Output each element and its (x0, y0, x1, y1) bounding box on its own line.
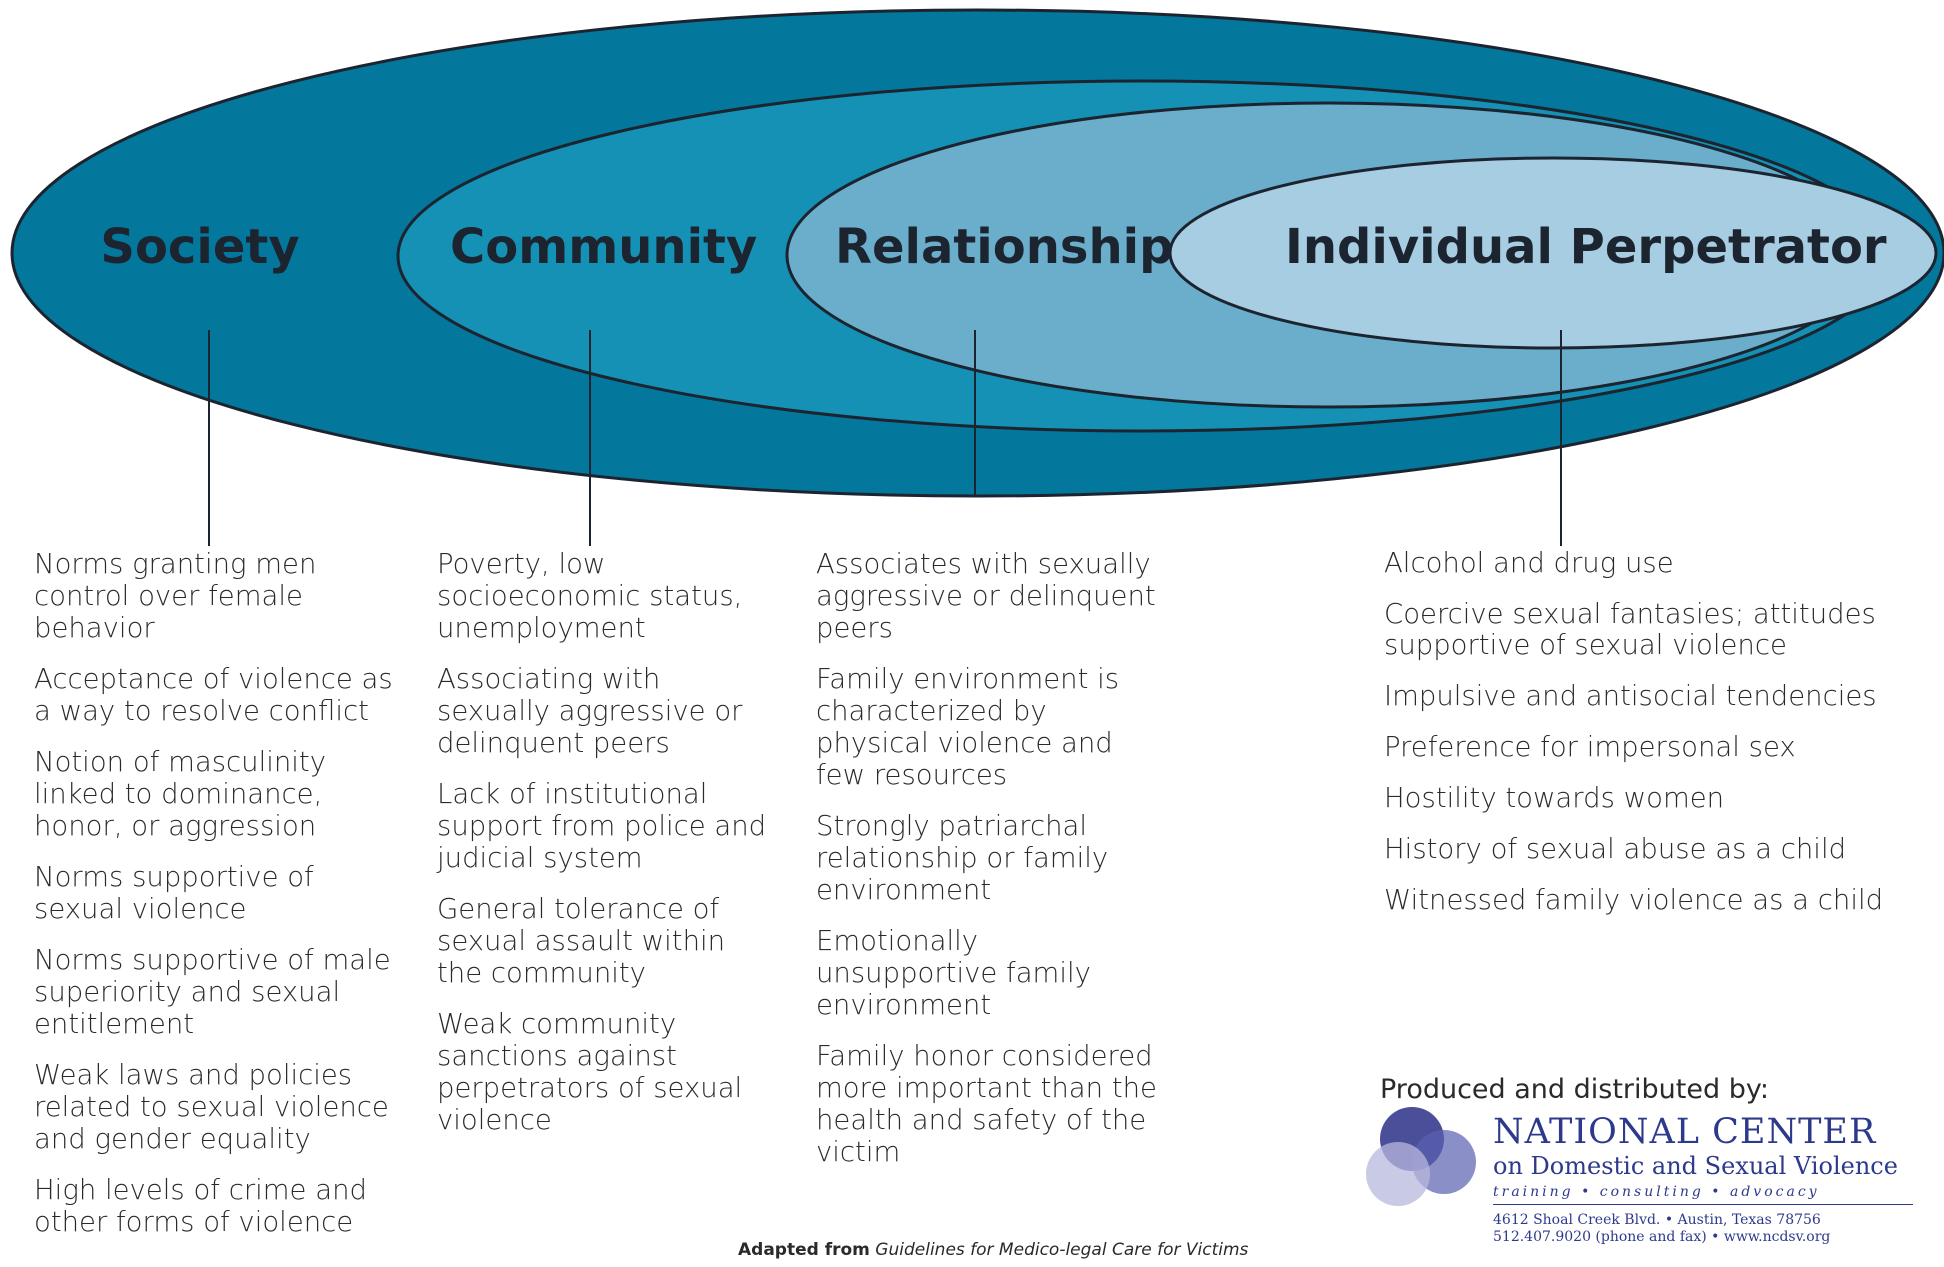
relationship-factor: Associates with sexually aggressive or d… (816, 548, 1156, 644)
society-factor: Norms supportive of male superiority and… (34, 944, 391, 1040)
individual-factor: Alcohol and drug use (1384, 547, 1674, 579)
source-prefix: Adapted from (738, 1240, 870, 1260)
individual-factor: History of sexual abuse as a child (1384, 833, 1847, 865)
org-tagline: training • consulting • advocacy (1493, 1184, 1913, 1205)
community-factor: General tolerance of sexual assault with… (437, 893, 726, 989)
society-risk-factors: Norms granting men control over female b… (34, 548, 404, 1257)
society-label: Society (100, 219, 300, 275)
source-citation: Adapted from Guidelines for Medico-legal… (738, 1240, 1248, 1260)
society-factor: Weak laws and policies related to sexual… (34, 1059, 389, 1155)
society-factor: Norms granting men control over female b… (34, 548, 317, 644)
society-factor: Notion of masculinity linked to dominanc… (34, 746, 326, 842)
society-factor: High levels of crime and other forms of … (34, 1174, 367, 1238)
relationship-connector (974, 330, 976, 497)
relationship-factor: Family honor considered more important t… (816, 1040, 1157, 1168)
org-contact: 512.407.9020 (phone and fax) • www.ncdsv… (1493, 1229, 1831, 1245)
society-factor: Norms supportive of sexual violence (34, 861, 314, 925)
ncdsv-logo: NATIONAL CENTER on Domestic and Sexual V… (1360, 1106, 1940, 1256)
individual-ellipse (1168, 156, 1938, 350)
community-factor: Lack of institutional support from polic… (437, 778, 767, 874)
relationship-factor: Family environment is characterized by p… (816, 663, 1120, 791)
produced-by-label: Produced and distributed by: (1380, 1074, 1769, 1105)
individual-factor: Impulsive and antisocial tendencies (1384, 680, 1877, 712)
org-name-line1: NATIONAL CENTER (1493, 1112, 1877, 1152)
relationship-factor: Strongly patriarchal relationship or fam… (816, 810, 1109, 906)
individual-factor: Preference for impersonal sex (1384, 731, 1796, 763)
org-address: 4612 Shoal Creek Blvd. • Austin, Texas 7… (1493, 1212, 1821, 1228)
community-factor: Associating with sexually aggressive or … (437, 663, 743, 759)
ecological-model-diagram (10, 8, 1944, 498)
individual-perpetrator-label: Individual Perpetrator (1285, 219, 1887, 275)
society-factor: Acceptance of violence as a way to resol… (34, 663, 393, 727)
relationship-label: Relationship (835, 219, 1174, 275)
relationship-factor: Emotionally unsupportive family environm… (816, 925, 1091, 1021)
overlapping-circles-logo-icon (1366, 1107, 1476, 1206)
logo-circle-light (1366, 1142, 1430, 1206)
community-factor: Weak community sanctions against perpetr… (437, 1008, 743, 1136)
org-name-line2: on Domestic and Sexual Violence (1493, 1152, 1898, 1180)
community-connector (589, 330, 591, 546)
individual-connector (1560, 330, 1562, 546)
individual-factor: Hostility towards women (1384, 782, 1725, 814)
individual-factor: Coercive sexual fantasies; attitudes sup… (1384, 598, 1876, 661)
community-label: Community (450, 219, 758, 275)
individual-risk-factors: Alcohol and drug use Coercive sexual fan… (1384, 548, 1884, 936)
society-connector (208, 330, 210, 546)
community-risk-factors: Poverty, low socioeconomic status, unemp… (437, 548, 777, 1155)
individual-factor: Witnessed family violence as a child (1384, 884, 1884, 916)
community-factor: Poverty, low socioeconomic status, unemp… (437, 548, 743, 644)
relationship-risk-factors: Associates with sexually aggressive or d… (816, 548, 1166, 1187)
source-title: Guidelines for Medico-legal Care for Vic… (875, 1240, 1249, 1260)
